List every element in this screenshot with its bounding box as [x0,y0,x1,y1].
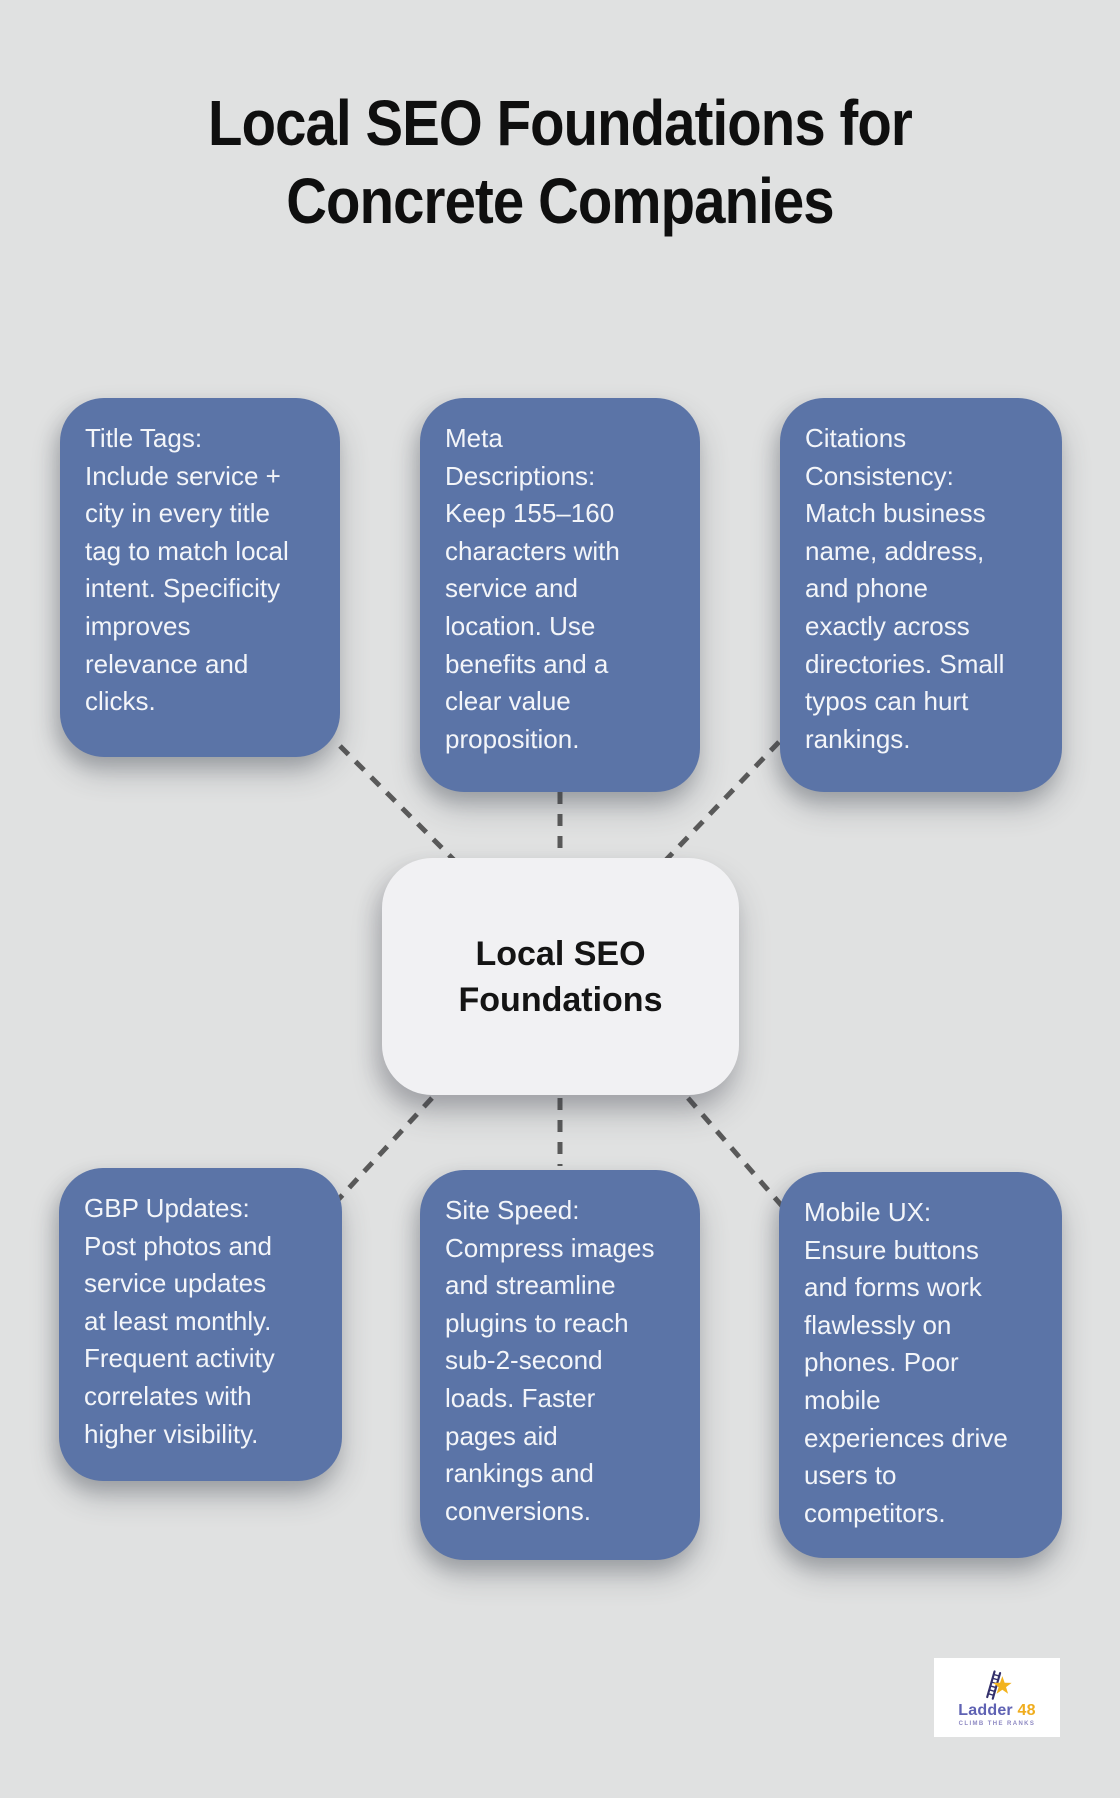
node-mobile-ux: Mobile UX: Ensure buttons and forms work… [779,1172,1062,1558]
connector-top-left [338,744,458,864]
brand-logo: Ladder 48 CLIMB THE RANKS [934,1658,1060,1737]
connector-bottom-right [686,1096,784,1208]
node-site-speed-text: Site Speed: Compress images and streamli… [445,1195,655,1526]
ladder-star-icon [986,1669,1012,1700]
connector-top-right [662,740,781,864]
node-meta-descriptions-text: Meta Descriptions: Keep 155–160 characte… [445,423,620,754]
node-title-tags: Title Tags: Include service + city in ev… [60,398,340,757]
central-topic: Local SEO Foundations [382,858,739,1095]
central-topic-label: Local SEO Foundations [458,934,663,1019]
node-title-tags-text: Title Tags: Include service + city in ev… [85,423,289,717]
brand-name: Ladder 48 [958,1702,1035,1719]
connector-bottom-left [334,1096,434,1204]
node-meta-descriptions: Meta Descriptions: Keep 155–160 characte… [420,398,700,792]
node-citations-consistency-text: Citations Consistency: Match business na… [805,423,1005,754]
node-site-speed: Site Speed: Compress images and streamli… [420,1170,700,1560]
node-gbp-updates-text: GBP Updates: Post photos and service upd… [84,1193,275,1449]
brand-name-accent: 48 [1017,1701,1036,1719]
brand-name-primary: Ladder [958,1701,1013,1719]
node-mobile-ux-text: Mobile UX: Ensure buttons and forms work… [804,1197,1008,1528]
node-gbp-updates: GBP Updates: Post photos and service upd… [59,1168,342,1481]
node-citations-consistency: Citations Consistency: Match business na… [780,398,1062,792]
brand-tagline: CLIMB THE RANKS [958,1720,1036,1727]
page-title: Local SEO Foundations for Concrete Compa… [208,87,913,237]
